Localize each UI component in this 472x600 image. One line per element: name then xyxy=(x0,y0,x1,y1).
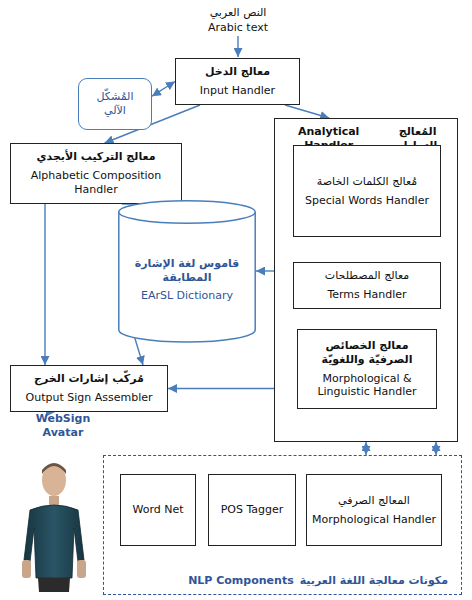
node-title: Word Net xyxy=(132,503,183,517)
analytical-handler: المُعالج التحليلAnalytical Handlerمُعالج… xyxy=(274,118,458,442)
morph-linguistic-box: معالج الخصائص الصرفيّة واللغويّة Morpholo… xyxy=(297,329,437,409)
node-title: المعالج الصرفي xyxy=(338,494,410,508)
text-group: Word Net xyxy=(127,499,188,521)
text-group: معالج المصطلحات Terms Handler xyxy=(320,265,414,306)
connector-arrow xyxy=(168,388,274,389)
node-subtitle: Alphabetic Composition Handler xyxy=(16,169,176,197)
text-group: المعالج الصرفي Morphological Handler xyxy=(307,490,441,531)
text-group: معالج الدخل Input Handler xyxy=(195,61,280,102)
wordnet-box: Word Net xyxy=(120,474,196,546)
node-title: معالج الدخل xyxy=(205,65,270,79)
node-title: المُشكّل الآلي xyxy=(84,90,146,118)
connector-arrow xyxy=(435,442,436,455)
input-label: Arabic text xyxy=(170,21,306,34)
node-title: مكونات معالجة اللغة العربية xyxy=(300,574,448,588)
node-title: مُركّب إشارات الخرج xyxy=(34,372,144,386)
text-group: قاموس لغة الإشارة المطابقة EArSL Dictiona… xyxy=(118,235,256,307)
auto-diacritizer: المُشكّل الآلي xyxy=(78,78,152,130)
node-title: WebSign Avatar xyxy=(14,412,112,440)
node-title: قاموس لغة الإشارة المطابقة xyxy=(123,257,251,285)
connector-arrow xyxy=(256,270,274,271)
node-subtitle: NLP Components xyxy=(188,574,294,588)
text-group: معالج الخصائص الصرفيّة واللغويّة Morpholo… xyxy=(298,335,436,403)
input-label: النص العربي xyxy=(170,6,306,19)
node-subtitle: Terms Handler xyxy=(327,288,406,302)
text-group: مكونات معالجة اللغة العربية NLP Component… xyxy=(183,570,453,592)
node-subtitle: Input Handler xyxy=(200,84,275,98)
special-words-box: مُعالج الكلمات الخاصة Special Words Handl… xyxy=(293,145,441,237)
cylinder-top xyxy=(119,201,255,223)
text-group: POS Tagger xyxy=(216,499,289,521)
node-subtitle: EArSL Dictionary xyxy=(141,289,233,303)
alphabetic-handler: معالج التركيب الأبجدي Alphabetic Composit… xyxy=(10,143,182,204)
node-title: معالج الخصائص الصرفيّة واللغويّة xyxy=(303,339,431,367)
pos-tagger-box: POS Tagger xyxy=(208,474,296,546)
node-title: مُعالج الكلمات الخاصة xyxy=(317,175,417,189)
text-group: مُعالج الكلمات الخاصة Special Words Handl… xyxy=(300,171,434,212)
text-group: WebSign Avatar xyxy=(12,412,112,440)
text-group: مُركّب إشارات الخرج Output Sign Assembler xyxy=(21,368,158,409)
connector-arrow xyxy=(44,204,45,365)
node-subtitle: Special Words Handler xyxy=(305,194,429,208)
terms-box: معالج المصطلحات Terms Handler xyxy=(293,262,441,309)
avatar-figure xyxy=(22,463,86,592)
output-assembler: مُركّب إشارات الخرج Output Sign Assembler xyxy=(10,365,168,412)
dictionary-cylinder: قاموس لغة الإشارة المطابقة EArSL Dictiona… xyxy=(118,200,256,342)
node-subtitle: Output Sign Assembler xyxy=(26,391,153,405)
text-group: المُشكّل الآلي xyxy=(79,86,151,122)
connector-arrow xyxy=(152,82,175,97)
avatar-node: WebSign Avatar xyxy=(12,412,112,594)
node-title: معالج التركيب الأبجدي xyxy=(36,150,155,164)
node-subtitle: Morphological Handler xyxy=(312,513,436,527)
cylinder-body xyxy=(119,212,255,342)
connector-arrow xyxy=(285,105,329,118)
text-group: معالج التركيب الأبجدي Alphabetic Composit… xyxy=(11,146,181,200)
nlp-group: مكونات معالجة اللغة العربية NLP Component… xyxy=(103,455,462,595)
input-arrow xyxy=(237,36,238,57)
node-title: POS Tagger xyxy=(221,503,284,517)
node-subtitle: Morphological & Linguistic Handler xyxy=(303,372,431,400)
connector-arrow xyxy=(365,442,366,455)
node-title: معالج المصطلحات xyxy=(325,269,409,283)
input-handler: معالج الدخل Input Handler xyxy=(175,58,300,105)
morph-handler-box: المعالج الصرفي Morphological Handler xyxy=(306,474,442,546)
